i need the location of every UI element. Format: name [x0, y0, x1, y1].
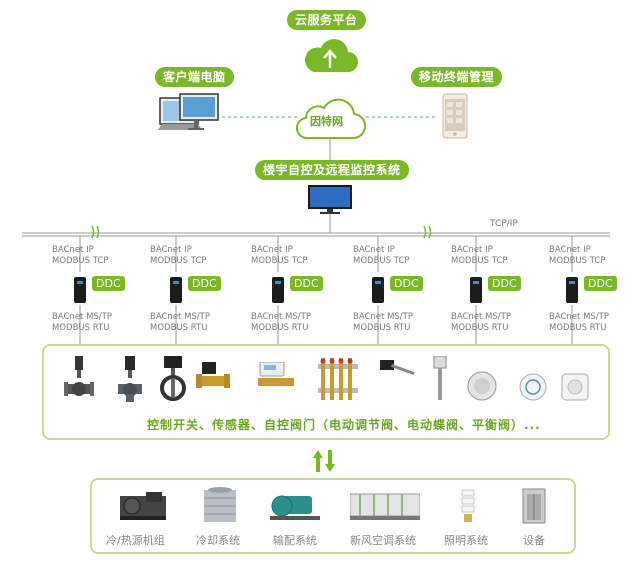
- ddc-tag: DDC: [290, 276, 323, 291]
- manifold-icon: [318, 358, 358, 400]
- temperature-sensor-icon: [519, 373, 547, 401]
- system-label-chiller: 冷/热源机组: [106, 534, 165, 547]
- bottom-protocol: BACnet MS/TP: [52, 312, 112, 322]
- bottom-protocol: MODBUS RTU: [52, 323, 110, 333]
- system-label-fresh-air: 新风空调系统: [350, 534, 416, 547]
- client-pc-label: 客户端电脑: [155, 67, 234, 87]
- top-protocol: BACnet IP: [251, 245, 293, 255]
- three-way-valve-icon: [118, 356, 142, 402]
- elevator-icon: [522, 488, 546, 524]
- top-protocol: MODBUS TCP: [251, 256, 308, 266]
- cloud-platform-label: 云服务平台: [287, 10, 366, 30]
- ddc-tag: DDC: [390, 276, 423, 291]
- top-protocol: BACnet IP: [150, 245, 192, 255]
- ddc-controller-icon: [74, 277, 86, 303]
- system-label-cooling: 冷却系统: [196, 534, 240, 547]
- top-protocol: BACnet IP: [549, 245, 591, 255]
- immersion-sensor-icon: [433, 356, 447, 400]
- bottom-protocol: MODBUS RTU: [150, 323, 208, 333]
- bus-break-right: [423, 225, 432, 239]
- mobile-mgmt-label: 移动终端管理: [411, 67, 503, 87]
- ddc-controller-icon: [566, 277, 578, 303]
- ddc-tag: DDC: [188, 276, 221, 291]
- pressure-sensor-icon: [467, 371, 497, 401]
- top-protocol: BACnet IP: [451, 245, 493, 255]
- top-protocol: MODBUS TCP: [52, 256, 109, 266]
- air-handler-icon: [350, 493, 420, 520]
- flow-meter-valve-icon: [258, 362, 294, 386]
- top-protocol: BACnet IP: [353, 245, 395, 255]
- internet-label: 因特网: [310, 115, 343, 128]
- ddc-controller-icon: [470, 277, 482, 303]
- bottom-protocol: BACnet MS/TP: [353, 312, 413, 322]
- duct-sensor-icon: [380, 360, 415, 376]
- ddc-controller-icon: [272, 277, 284, 303]
- top-protocol: MODBUS TCP: [451, 256, 508, 266]
- ddc-controller-icon: [170, 277, 182, 303]
- bas-system-label: 楼宇自控及远程监控系统: [255, 160, 409, 180]
- mobile-phone-icon: [442, 93, 468, 139]
- bottom-protocol: BACnet MS/TP: [251, 312, 311, 322]
- ddc-tag: DDC: [92, 276, 125, 291]
- bottom-protocol: MODBUS RTU: [451, 323, 509, 333]
- control-devices-box: [42, 344, 610, 440]
- bottom-protocol: MODBUS RTU: [251, 323, 309, 333]
- ddc-tag: DDC: [488, 276, 521, 291]
- client-pc-icon: [158, 93, 219, 130]
- internet-cloud-icon: [296, 98, 366, 140]
- bottom-protocol: BACnet MS/TP: [451, 312, 511, 322]
- top-protocol: MODBUS TCP: [150, 256, 207, 266]
- system-label-lighting: 照明系统: [444, 534, 488, 547]
- ddc-tag: DDC: [584, 276, 617, 291]
- monitor-icon: [308, 185, 352, 214]
- bus-break-left: [91, 225, 100, 239]
- top-protocol: MODBUS TCP: [549, 256, 606, 266]
- bus-label: TCP/IP: [490, 219, 518, 229]
- butterfly-valve-icon: [160, 356, 186, 401]
- control-devices-caption: 控制开关、传感器、自控阀门（电动调节阀、电动蝶阀、平衡阀）...: [147, 418, 541, 432]
- control-valve-icon: [64, 356, 94, 396]
- bottom-protocol: BACnet MS/TP: [549, 312, 609, 322]
- bidirectional-arrow-icon: [313, 450, 335, 472]
- wall-switch-icon: [561, 373, 589, 401]
- bottom-protocol: MODBUS RTU: [353, 323, 411, 333]
- lamp-icon: [461, 489, 475, 522]
- system-label-distribution: 输配系统: [273, 534, 317, 547]
- top-protocol: BACnet IP: [52, 245, 94, 255]
- building-systems-box: [90, 478, 576, 554]
- chiller-icon: [120, 492, 166, 520]
- cooling-tower-icon: [204, 487, 236, 522]
- solenoid-valve-icon: [196, 362, 230, 388]
- bottom-protocol: MODBUS RTU: [549, 323, 607, 333]
- system-label-equipment: 设备: [523, 534, 545, 547]
- ddc-controller-icon: [372, 277, 384, 303]
- bottom-protocol: BACnet MS/TP: [150, 312, 210, 322]
- top-protocol: MODBUS TCP: [353, 256, 410, 266]
- cloud-upload-icon: [305, 39, 358, 72]
- pump-icon: [270, 495, 320, 520]
